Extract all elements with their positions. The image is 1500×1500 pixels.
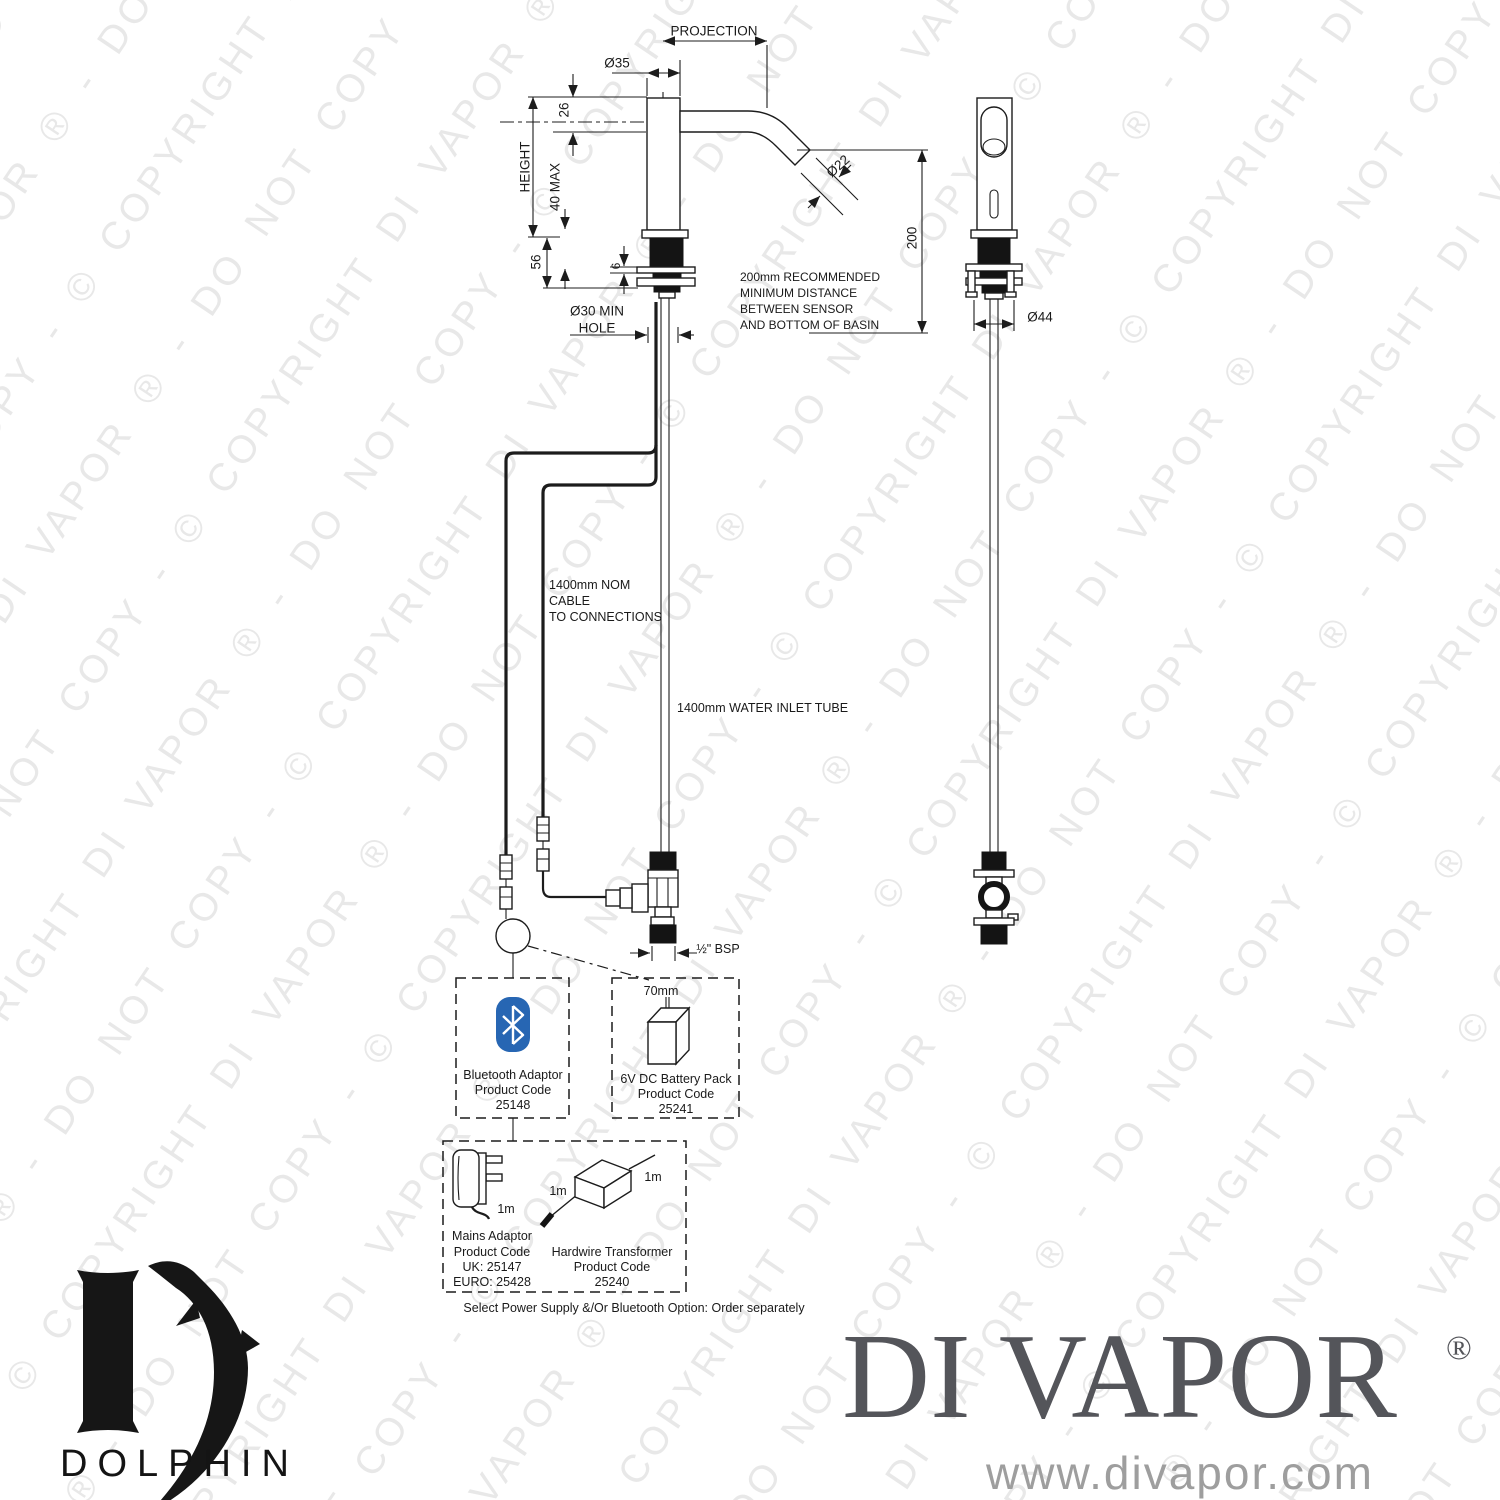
bluetooth-name: Bluetooth Adaptor [463, 1068, 563, 1082]
dim-6: 6 [609, 262, 623, 270]
dimension-lines [528, 36, 1015, 343]
select-option-note: Select Power Supply &/Or Bluetooth Optio… [463, 1301, 805, 1315]
hardwire-cable-right: 1m [644, 1170, 662, 1184]
dim-spout-tube-diameter: Ø22 [823, 151, 853, 181]
sensor-window [989, 189, 999, 219]
hardwire-name: Hardwire Transformer [551, 1245, 673, 1259]
mains-code-euro: EURO: 25428 [453, 1275, 531, 1289]
dim-spout-diameter: Ø35 [604, 55, 630, 71]
dim-56: 56 [528, 254, 544, 270]
dim-26: 26 [556, 102, 572, 118]
battery-dim: 70mm [643, 984, 679, 998]
divapor-wordmark: DI VAPOR [842, 1309, 1397, 1444]
tap-front-view [965, 97, 1023, 852]
dim-bsp-thread: ½" BSP [696, 942, 740, 956]
solenoid-valve-side [605, 851, 697, 961]
bluetooth-option-box [455, 977, 570, 1119]
cables [495, 302, 658, 954]
hardwire-product-code-label: Product Code [573, 1260, 651, 1274]
dolphin-logo [77, 1261, 260, 1500]
registered-trademark-icon: ® [1446, 1330, 1472, 1367]
dim-base-diameter: Ø44 [1027, 309, 1053, 325]
battery-name: 6V DC Battery Pack [620, 1072, 732, 1086]
dim-projection: PROJECTION [670, 23, 758, 39]
hardwire-transformer-drawing [539, 1154, 656, 1228]
note-cable: 1400mm NOM CABLE TO CONNECTIONS [549, 578, 662, 624]
dim-40-max: 40 MAX [547, 162, 563, 212]
mains-product-code-label: Product Code [453, 1245, 531, 1259]
battery-product-code: 25241 [658, 1102, 694, 1116]
dolphin-d-icon [77, 1261, 260, 1500]
bluetooth-product-code: 25148 [495, 1098, 531, 1112]
mains-cable-length: 1m [497, 1202, 515, 1216]
mains-code-uk: UK: 25147 [462, 1260, 522, 1274]
connection-lines [512, 945, 650, 1141]
battery-product-code-label: Product Code [637, 1087, 715, 1101]
power-option-box [442, 1140, 687, 1293]
mains-adaptor-drawing [452, 1149, 503, 1220]
dim-hole-line1: Ø30 MIN [569, 303, 625, 319]
tap-side-view [500, 92, 811, 852]
hardwire-product-code: 25240 [594, 1275, 630, 1289]
option-boxes [442, 977, 740, 1293]
solenoid-valve-front [973, 851, 1019, 945]
bluetooth-icon [496, 997, 530, 1052]
hardwire-cable-left: 1m [549, 1184, 567, 1198]
dim-hole-line2: HOLE [578, 320, 616, 336]
battery-option-box [611, 977, 740, 1119]
dolphin-wordmark: DOLPHIN [60, 1443, 299, 1485]
dim-height: HEIGHT [517, 141, 533, 193]
note-inlet-tube: 1400mm WATER INLET TUBE [677, 701, 849, 715]
dim-200: 200 [904, 226, 920, 250]
note-sensor-distance: 200mm RECOMMENDED MINIMUM DISTANCE BETWE… [740, 270, 881, 332]
mains-name: Mains Adaptor [452, 1229, 532, 1243]
battery-pack-drawing [646, 997, 691, 1066]
divapor-website: www.divapor.com [986, 1447, 1374, 1499]
bluetooth-product-code-label: Product Code [474, 1083, 552, 1097]
